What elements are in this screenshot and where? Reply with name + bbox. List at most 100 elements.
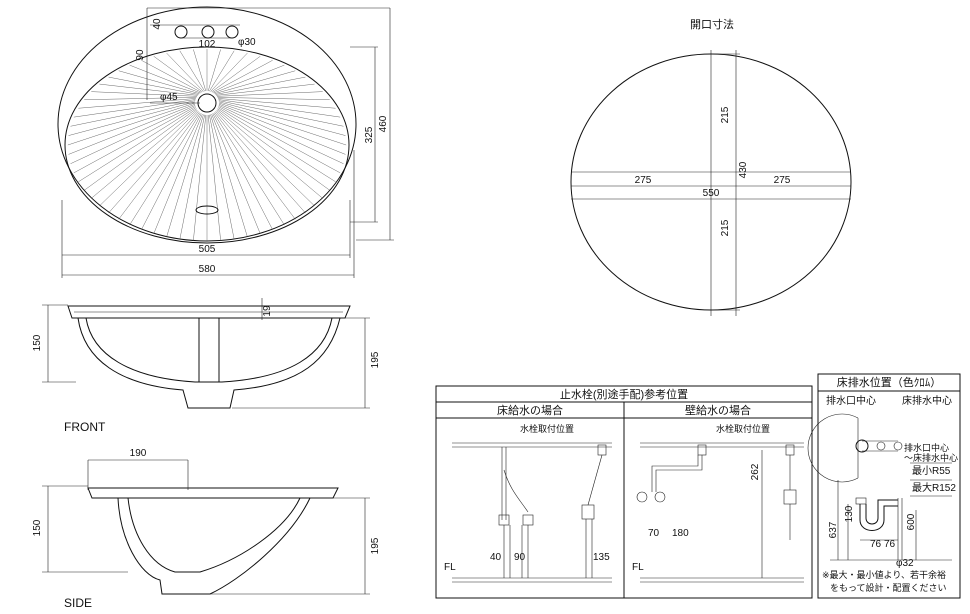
- floor-mount-label: 水栓取付位置: [520, 423, 574, 434]
- floor-supply-header: 床給水の場合: [497, 403, 563, 417]
- drain-dim-32: φ32: [896, 558, 914, 569]
- hatch-ray: [141, 113, 202, 230]
- drain-range-line1: 排水口中心: [904, 442, 949, 453]
- basin-bowl: [64, 46, 350, 244]
- hatch-ray: [118, 70, 200, 94]
- drain-note-line1: ※最大・最小値より、若干余裕: [822, 569, 946, 580]
- hatch-ray: [217, 107, 336, 182]
- drain-dim-637: 637: [828, 521, 839, 538]
- opening-550: 550: [703, 188, 720, 199]
- hatch-ray: [68, 103, 196, 155]
- hatch-ray: [218, 103, 346, 155]
- drain-max-r: 最大R152: [912, 481, 956, 494]
- front-label: FRONT: [64, 420, 106, 434]
- valve-position-table: 止水栓(別途手配)参考位置 床給水の場合 壁給水の場合 水栓取付位置 FL 40…: [435, 385, 813, 599]
- hatch-ray: [78, 98, 196, 109]
- top-dim-460: 460: [378, 115, 389, 132]
- side-view: 190 150 195 SIDE: [32, 448, 381, 610]
- top-dim-580: 580: [199, 264, 216, 275]
- drain-dim-600: 600: [906, 513, 917, 530]
- opening-275-right: 275: [774, 175, 791, 186]
- hatch-ray: [212, 60, 273, 93]
- front-view: 150 19 195 FRONT: [32, 298, 381, 434]
- hatch-ray: [153, 56, 203, 93]
- opening-430: 430: [738, 161, 749, 178]
- front-dim-150: 150: [32, 334, 43, 351]
- hatch-ray: [217, 108, 330, 191]
- hatch-ray: [218, 100, 344, 127]
- faucet-hole-left: [174, 25, 188, 39]
- hatch-ray: [84, 108, 197, 191]
- hatch-ray: [211, 114, 261, 234]
- hatch-ray: [179, 50, 205, 92]
- opening-275-left: 275: [635, 175, 652, 186]
- side-dim-195: 195: [370, 537, 381, 554]
- hatch-ray: [216, 110, 315, 207]
- bowl-hatching: [67, 48, 347, 242]
- top-dim-325: 325: [364, 126, 375, 143]
- hatch-ray: [179, 114, 205, 240]
- faucet-hole-right: [225, 25, 239, 39]
- drain-note-line2: をもって設計・配置ください: [830, 582, 947, 593]
- hatch-ray: [217, 97, 330, 100]
- hatch-ray: [210, 52, 248, 92]
- hatch-ray: [193, 114, 207, 241]
- hatch-ray: [108, 111, 199, 214]
- drain-dim-130: 130: [844, 505, 855, 522]
- hatch-ray: [207, 49, 221, 92]
- hatch-ray: [73, 99, 196, 118]
- floor-fl: FL: [444, 562, 456, 573]
- hatch-ray: [166, 114, 204, 237]
- hatch-ray: [84, 97, 197, 100]
- hatch-ray: [193, 49, 207, 92]
- side-dim-150: 150: [32, 519, 43, 536]
- hatch-ray: [67, 102, 196, 146]
- wall-supply-header: 壁給水の場合: [685, 403, 751, 417]
- hatch-ray: [213, 64, 285, 94]
- valve-table-title: 止水栓(別途手配)参考位置: [560, 387, 688, 401]
- hatch-ray: [91, 109, 198, 199]
- top-dim-40: 40: [152, 18, 163, 30]
- hatch-ray: [216, 83, 315, 96]
- hatch-ray: [108, 76, 199, 95]
- hatch-ray: [218, 106, 341, 174]
- drain-dim-76b: 76: [884, 539, 896, 550]
- drain-position-table: 床排水位置（色ｸﾛﾑ） 排水口中心 床排水中心 排水口中心 ～床排水中心 最小R…: [807, 373, 961, 599]
- front-dim-195: 195: [370, 351, 381, 368]
- hatch-ray: [218, 101, 346, 136]
- hatch-ray: [141, 60, 202, 93]
- hatch-ray: [213, 112, 285, 225]
- top-view: 40 102 φ30 90 φ45 505 580 325 460: [57, 6, 394, 278]
- drain-hole: [197, 93, 217, 113]
- drain-dim-76a: 76: [870, 539, 882, 550]
- hatch-ray: [78, 107, 197, 182]
- drain-table-title: 床排水位置（色ｸﾛﾑ）: [837, 375, 942, 389]
- hatch-ray: [215, 76, 306, 95]
- hatch-ray: [70, 100, 196, 127]
- floor-drain-center-label: 床排水中心: [902, 394, 952, 407]
- hatch-ray: [153, 114, 203, 234]
- front-dim-19: 19: [262, 305, 273, 317]
- hatch-ray: [70, 105, 196, 164]
- opening-215-bottom: 215: [720, 219, 731, 236]
- hatch-ray: [129, 64, 201, 94]
- hatch-ray: [207, 114, 221, 241]
- hatch-ray: [216, 109, 323, 199]
- hatch-ray: [215, 111, 306, 214]
- floor-dim-90: 90: [514, 552, 526, 563]
- hatch-ray: [99, 110, 198, 207]
- floor-dim-40: 40: [490, 552, 502, 563]
- wall-dim-262: 262: [750, 463, 761, 480]
- wall-mount-label: 水栓取付位置: [716, 423, 770, 434]
- top-dim-102: 102: [199, 39, 216, 50]
- top-dim-90: 90: [135, 49, 146, 61]
- hatch-ray: [214, 70, 296, 94]
- hatch-ray: [209, 114, 235, 240]
- hatch-ray: [166, 52, 204, 92]
- wall-dim-180: 180: [672, 528, 689, 539]
- opening-view: 開口寸法 215 430 215 275 275 550: [570, 17, 852, 316]
- hatch-ray: [218, 99, 341, 118]
- top-dim-45: φ45: [160, 92, 178, 103]
- hatch-ray: [73, 106, 196, 174]
